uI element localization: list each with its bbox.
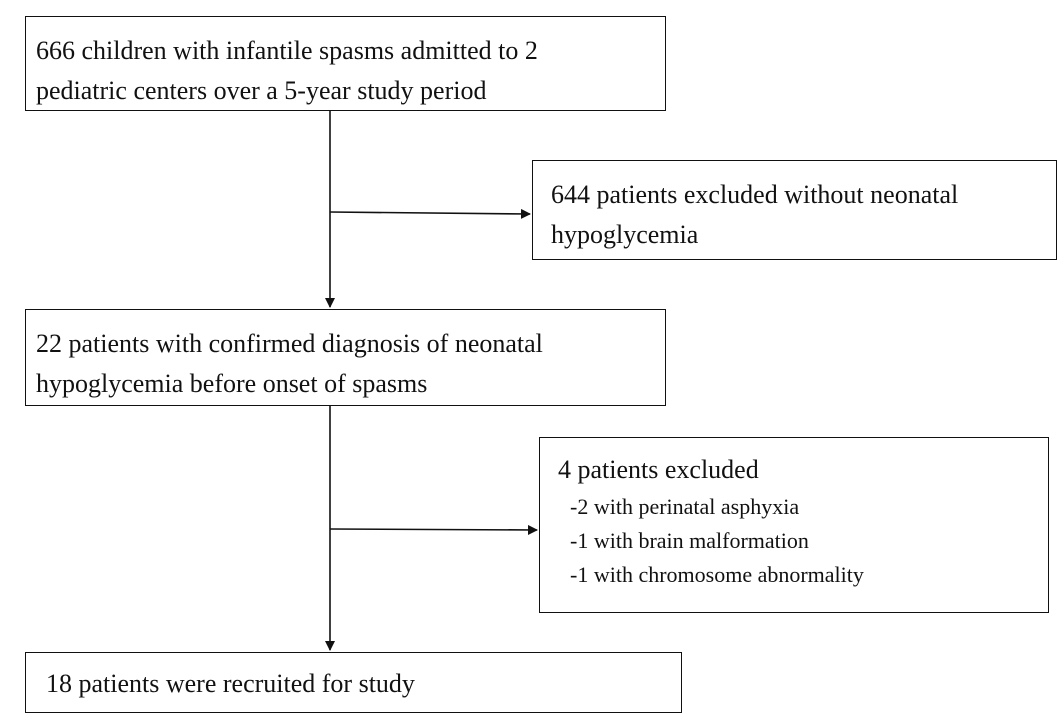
box-confirmed-diagnosis-line-1: 22 patients with confirmed diagnosis of … (36, 329, 543, 358)
exclusion-item: -2 with perinatal asphyxia (570, 494, 800, 519)
box-excluded-no-hypoglycemia-line-2: hypoglycemia (551, 220, 699, 249)
box-excluded-other-causes: 4 patients excluded -2 with perinatal as… (539, 437, 1049, 613)
exclusion-item: -1 with chromosome abnormality (570, 562, 864, 587)
box-recruited-line-1: 18 patients were recruited for study (46, 669, 415, 698)
box-excluded-no-hypoglycemia-line-1: 644 patients excluded without neonatal (551, 180, 959, 209)
arrow-to-excluded-2 (329, 524, 538, 535)
exclusion-item: -1 with brain malformation (570, 528, 809, 553)
box-initial-cohort: 666 children with infantile spasms admit… (25, 16, 666, 111)
box-initial-cohort-line-1: 666 children with infantile spasms admit… (36, 36, 538, 65)
box-excluded-other-causes-title: 4 patients excluded (558, 455, 759, 484)
box-initial-cohort-line-2: pediatric centers over a 5-year study pe… (36, 76, 487, 105)
box-excluded-no-hypoglycemia: 644 patients excluded without neonatal h… (532, 160, 1057, 260)
box-recruited: 18 patients were recruited for study (25, 652, 682, 713)
arrow-to-excluded-1 (329, 208, 531, 219)
box-confirmed-diagnosis-line-2: hypoglycemia before onset of spasms (36, 369, 428, 398)
box-confirmed-diagnosis: 22 patients with confirmed diagnosis of … (25, 309, 666, 406)
